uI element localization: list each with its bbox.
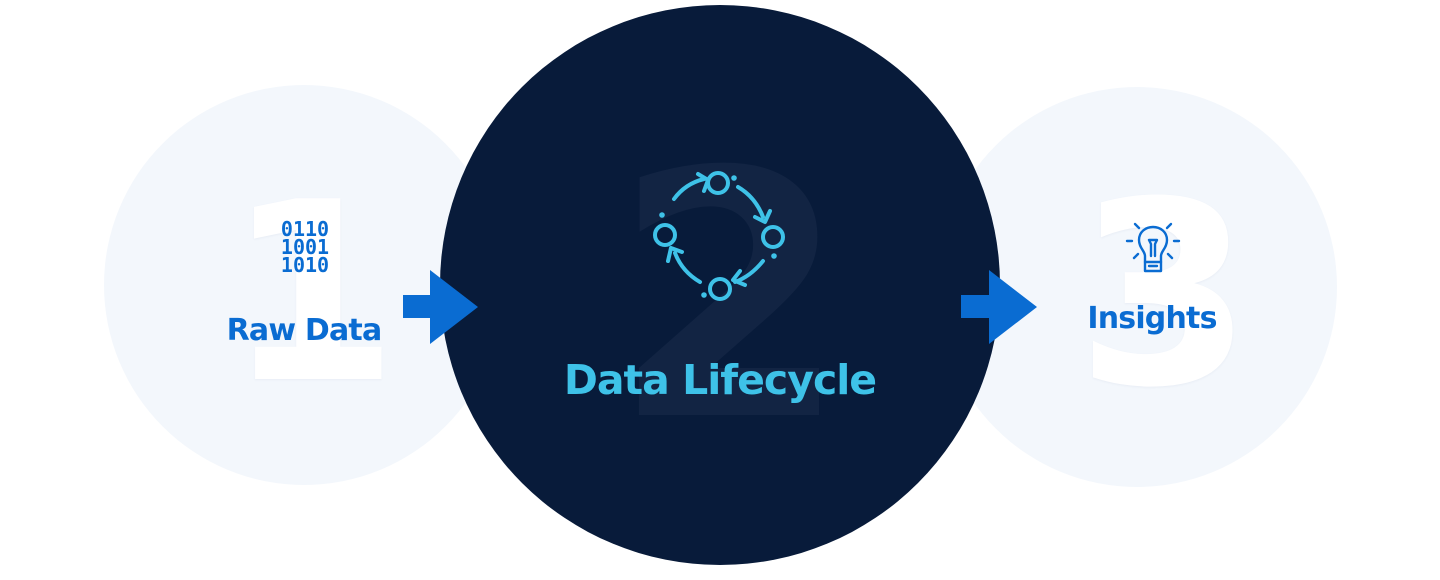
binary-line: 1010 xyxy=(280,253,330,277)
step-1-numeral: 1 xyxy=(226,150,399,438)
step-1-label: Raw Data xyxy=(226,313,383,348)
arrow-right-icon xyxy=(961,270,1037,344)
lightbulb-icon xyxy=(1125,222,1181,273)
cycle-icon xyxy=(653,171,785,301)
step-2-label: Data Lifecycle xyxy=(563,356,877,404)
step-3-label: Insights xyxy=(1087,301,1217,336)
binary-line: 1001 xyxy=(280,235,330,259)
step-3-numeral: 3 xyxy=(1076,147,1253,443)
binary-line: 0110 xyxy=(280,217,330,241)
binary-data-icon: 0110 1001 1010 xyxy=(276,217,334,277)
step-2-numeral: 2 xyxy=(612,100,849,496)
step-2-circle xyxy=(440,5,1000,565)
arrow-right-icon xyxy=(403,270,478,344)
